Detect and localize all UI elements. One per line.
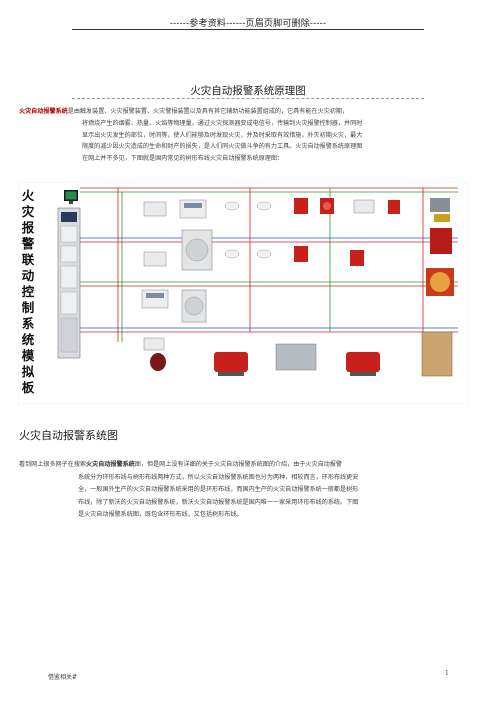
footer-note: 借鉴相关# — [48, 674, 78, 681]
paragraph-line-4: 布线，除了新沃的火灾自动报警系统，新沃火灾自动报警系统是国内唯一一家采用环形布线… — [78, 498, 359, 506]
module-icon — [143, 201, 167, 217]
module-icon — [143, 337, 165, 351]
title-divider — [72, 98, 424, 99]
module-icon — [143, 251, 167, 267]
cabinet-label-char: 制 — [21, 300, 35, 315]
cabinet-label-char: 报 — [21, 220, 35, 235]
paragraph-line-3: 全，一般国外生产的火灾自动报警系统采用的是环形布线，而国内生产的火灾自动报警系统… — [78, 486, 359, 493]
paragraph-line-1: 看到网上很多网子在搜索火灾自动报警系统图，但是网上没有详细的关于火灾自动报警系统… — [19, 459, 474, 472]
module-icon — [353, 199, 375, 214]
cabinet-label-char: 板 — [21, 380, 35, 395]
speaker-icon — [181, 289, 207, 323]
alarm-bell-icon — [320, 198, 334, 214]
lead-suffix: 图，但是网上没有详细的关于火灾自动报警系统图的介绍，由于火灾自动报警 — [134, 461, 342, 468]
cabinet-label-char: 动 — [21, 268, 35, 283]
cabinet-label-char: 灾 — [21, 204, 35, 219]
section2-paragraph: 看到网上很多网子在搜索火灾自动报警系统图，但是网上没有详细的关于火灾自动报警系统… — [19, 459, 474, 522]
cabinet-label-char: 拟 — [21, 364, 35, 379]
cabinet-vertical-label: 火 灾 报 警 联 动 控 制 系 统 模 拟 板 — [20, 188, 36, 396]
gas-cylinder-icon — [150, 353, 166, 371]
heat-detector-icon — [256, 249, 272, 259]
paragraph-line-4: 限度的减少因火灾造成的生命和财产的损失，是人们同火灾做斗争的有力工具。火灾自动报… — [82, 143, 363, 151]
monitor-icon — [64, 190, 78, 204]
door-icon — [430, 228, 452, 254]
cabinet-label-char: 系 — [21, 316, 35, 331]
paragraph-line-5: 在网上并不多见，下图就是国内常见的树形布线火灾自动报警系统原理图： — [82, 155, 284, 163]
cabinet-label-char: 火 — [21, 188, 35, 203]
fire-pump-icon — [346, 352, 380, 376]
manual-call-point-icon — [294, 246, 308, 262]
panel-icon — [179, 199, 207, 219]
sprinkler-rack-icon — [275, 343, 317, 371]
cabinet-label-char: 统 — [21, 332, 35, 347]
paragraph-line-3: 显示出火灾发生的部位，时间等，使人们能够及时发现火灾，并及时采取有效措施，扑灭初… — [82, 131, 363, 139]
section2-title: 火灾自动报警系统图 — [19, 429, 118, 442]
paragraph-line-2: 将燃烧产生的烟雾、热量、火焰等物理量，通过火灾探测器变成电信号，传输到火灾报警控… — [82, 119, 363, 127]
cabinet-label-char: 模 — [21, 348, 35, 363]
smoke-detector-icon — [256, 201, 272, 211]
fire-pump-icon — [214, 352, 248, 376]
smoke-detector-icon — [224, 249, 240, 259]
cabinet-label-char: 联 — [21, 252, 35, 267]
header-divider — [72, 29, 424, 30]
paragraph-line-5: 是火灾自动报警系统图，既包含环形布线，又包括树形布线。 — [78, 511, 243, 518]
paragraph-line-1: 火灾自动报警系统是由触发装置、火灾报警装置、火灾警报装置以及具有其它辅助功能装置… — [19, 106, 469, 118]
lead-term: 火灾自动报警系统 — [86, 461, 135, 468]
paragraph-line-2: 系统分为环形布线与树形布线两种方式，所以火灾自动报警系统图也分为两种，相较而言，… — [78, 473, 359, 481]
exhaust-fan-icon — [426, 268, 454, 296]
control-cabinet-icon — [57, 207, 81, 359]
cabinet-label-char: 控 — [21, 284, 35, 299]
speaker-icon — [181, 229, 213, 271]
panel-icon — [141, 289, 169, 309]
section1-title: 火灾自动报警系统原理图 — [190, 85, 306, 97]
lead-term: 火灾自动报警系统 — [19, 108, 68, 115]
elevator-icon — [421, 331, 453, 377]
strobe-icon — [388, 200, 400, 214]
cabinet-label-char: 警 — [21, 236, 35, 251]
header-note: ------参考资料------页眉页脚可删除----- — [169, 19, 327, 29]
smoke-detector-icon — [224, 201, 240, 211]
valve-icon — [430, 198, 450, 222]
section1-paragraph: 火灾自动报警系统是由触发装置、火灾报警装置、火灾警报装置以及具有其它辅助功能装置… — [19, 106, 469, 165]
manual-call-point-icon — [294, 198, 308, 214]
page-number: 1 — [445, 670, 449, 677]
alarm-bell-icon — [350, 250, 364, 266]
paragraph-line-text: 是由触发装置、火灾报警装置、火灾警报装置以及具有其它辅助功能装置组成的，它具有能… — [67, 108, 349, 115]
fire-alarm-wiring-diagram — [18, 182, 468, 404]
lead-prefix: 看到网上很多网子在搜索 — [19, 461, 87, 468]
